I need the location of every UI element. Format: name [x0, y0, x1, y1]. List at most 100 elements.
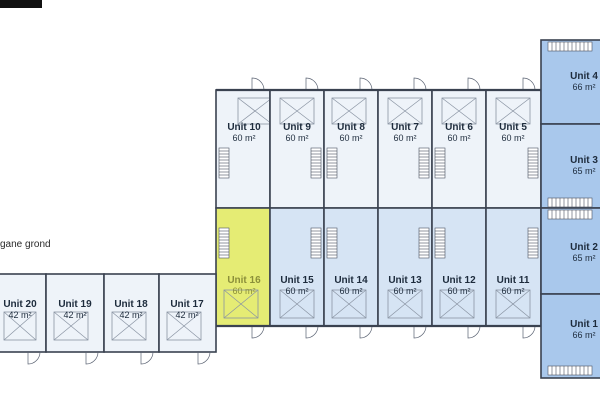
unit-area: 60 m² — [339, 133, 362, 143]
unit-2: Unit 265 m² — [540, 207, 600, 307]
unit-room — [377, 207, 433, 327]
unit-name: Unit 19 — [58, 299, 92, 310]
unit-name: Unit 18 — [114, 299, 148, 310]
door-swing-icon — [467, 77, 481, 91]
unit-name: Unit 12 — [442, 275, 476, 286]
unit-room — [540, 293, 600, 379]
unit-room — [269, 207, 325, 327]
unit-3: Unit 365 m² — [540, 123, 600, 209]
unit-area: 60 m² — [393, 286, 416, 296]
unit-7: Unit 760 m² — [377, 77, 433, 209]
shaft-marker — [495, 289, 531, 319]
unit-name: Unit 15 — [280, 275, 314, 286]
shaft-marker — [53, 311, 89, 341]
unit-5: Unit 560 m² — [485, 77, 542, 209]
unit-area: 60 m² — [232, 133, 255, 143]
shaft-marker — [111, 311, 147, 341]
ground-label: gane grond — [0, 239, 51, 250]
door-swing-icon — [305, 325, 319, 339]
unit-area: 60 m² — [285, 133, 308, 143]
unit-room — [540, 207, 600, 295]
unit-area: 60 m² — [339, 286, 362, 296]
stair-icon — [527, 147, 539, 179]
door-swing-icon — [27, 351, 41, 365]
shaft-marker — [331, 97, 367, 125]
stair-icon — [218, 147, 230, 179]
unit-area: 60 m² — [232, 286, 255, 296]
stair-icon — [547, 209, 593, 220]
stair-icon — [434, 147, 446, 179]
shaft-marker — [387, 289, 423, 319]
unit-name: Unit 14 — [334, 275, 368, 286]
shaft-marker — [279, 97, 315, 125]
stair-icon — [218, 227, 230, 259]
unit-area: 42 m² — [119, 310, 142, 320]
unit-room — [485, 207, 542, 327]
door-swing-icon — [251, 77, 265, 91]
shaft-marker — [279, 289, 315, 319]
unit-area: 60 m² — [447, 286, 470, 296]
unit-area: 66 m² — [572, 330, 595, 340]
unit-name: Unit 17 — [170, 299, 204, 310]
unit-area: 65 m² — [572, 253, 595, 263]
unit-name: Unit 3 — [570, 155, 598, 166]
door-swing-icon — [413, 77, 427, 91]
unit-9: Unit 960 m² — [269, 77, 325, 209]
shaft-marker — [387, 97, 423, 125]
unit-name: Unit 4 — [570, 71, 598, 82]
unit-room — [431, 207, 487, 327]
unit-area: 66 m² — [572, 82, 595, 92]
unit-room — [540, 123, 600, 209]
shaft-marker — [166, 311, 202, 341]
unit-room — [323, 207, 379, 327]
stair-icon — [326, 227, 338, 259]
unit-name: Unit 2 — [570, 242, 598, 253]
unit-4: Unit 466 m² — [540, 39, 600, 125]
top-left-marker — [0, 0, 42, 8]
door-swing-icon — [522, 77, 536, 91]
unit-1: Unit 166 m² — [540, 293, 600, 379]
door-swing-icon — [251, 325, 265, 339]
unit-name: Unit 7 — [391, 122, 419, 133]
unit-name: Unit 11 — [497, 275, 530, 286]
door-swing-icon — [197, 351, 211, 365]
unit-name: Unit 16 — [227, 275, 261, 286]
stair-icon — [326, 147, 338, 179]
stair-icon — [310, 227, 322, 259]
unit-area: 42 m² — [175, 310, 198, 320]
stair-icon — [527, 227, 539, 259]
stair-icon — [547, 41, 593, 52]
door-swing-icon — [85, 351, 99, 365]
unit-area: 60 m² — [501, 286, 524, 296]
stair-icon — [418, 227, 430, 259]
door-swing-icon — [359, 325, 373, 339]
unit-6: Unit 660 m² — [431, 77, 487, 209]
shaft-marker — [223, 289, 259, 319]
unit-area: 60 m² — [285, 286, 308, 296]
unit-name: Unit 5 — [499, 122, 527, 133]
unit-8: Unit 860 m² — [323, 77, 379, 209]
unit-name: Unit 1 — [570, 319, 598, 330]
unit-area: 65 m² — [572, 166, 595, 176]
door-swing-icon — [140, 351, 154, 365]
shaft-marker — [439, 289, 475, 319]
shaft-marker — [441, 97, 477, 125]
door-swing-icon — [413, 325, 427, 339]
unit-room — [0, 273, 47, 353]
unit-name: Unit 10 — [227, 122, 261, 133]
door-swing-icon — [359, 77, 373, 91]
unit-room — [540, 39, 600, 125]
unit-area: 60 m² — [393, 133, 416, 143]
unit-name: Unit 8 — [337, 122, 365, 133]
